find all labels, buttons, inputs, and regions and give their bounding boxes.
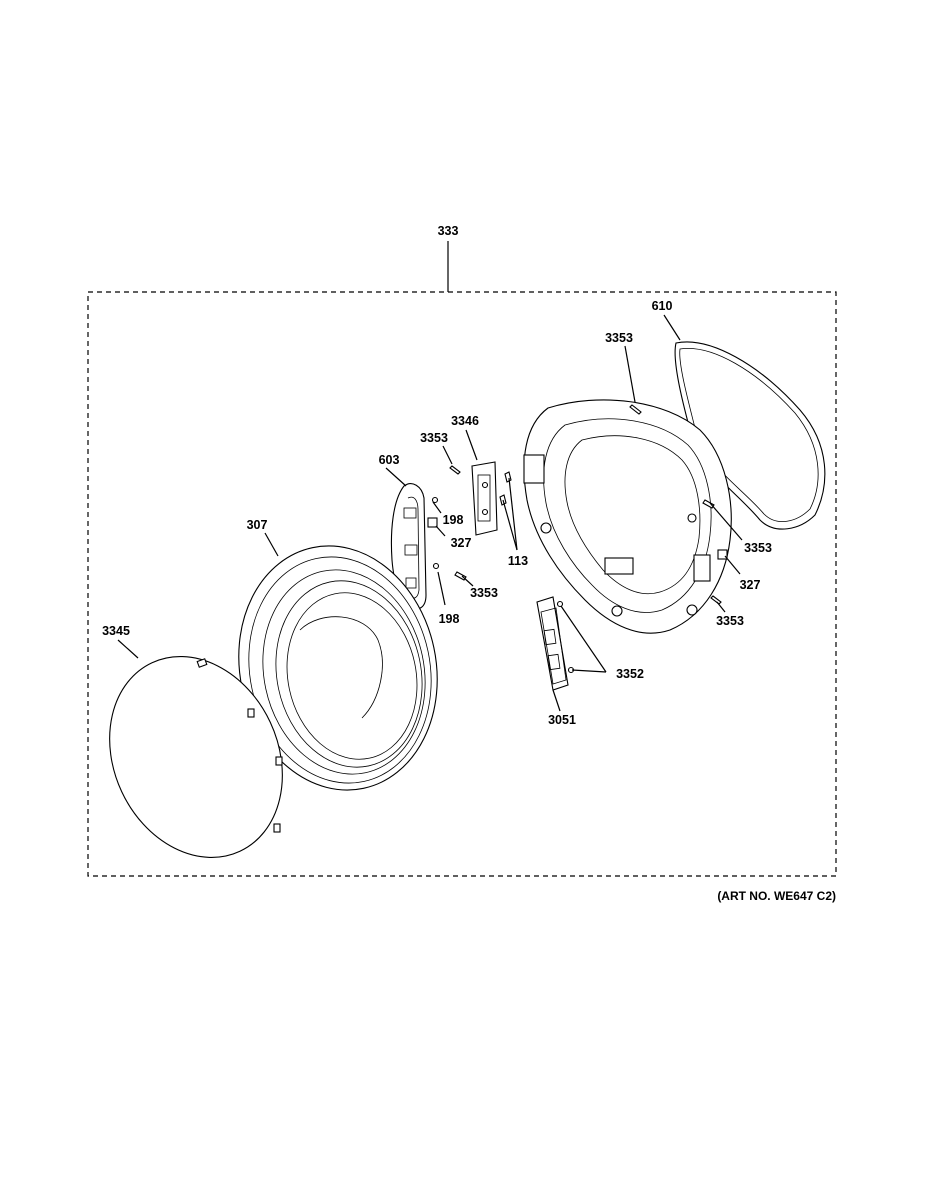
callout-198-top: 198: [443, 513, 464, 527]
screw-3352-a: [556, 600, 564, 608]
callout-3353-mid: 3353: [470, 586, 498, 600]
assembly-box: [87, 291, 837, 877]
callout-333: 333: [438, 224, 459, 238]
leader-lines: [117, 314, 743, 712]
frame-tab-left: [523, 454, 545, 484]
callout-3352: 3352: [616, 667, 644, 681]
screw-198-top: [431, 496, 439, 504]
frame-tab-right: [693, 554, 711, 582]
clip-327-right: [717, 549, 728, 560]
callout-327-right: 327: [740, 578, 761, 592]
screw-3353-bottom-right: [710, 595, 722, 605]
art-number: (ART NO. WE647 C2): [717, 889, 836, 903]
screw-3353-left: [449, 465, 461, 475]
callout-3353-bottom-right: 3353: [716, 614, 744, 628]
callout-3051: 3051: [548, 713, 576, 727]
callout-3353-left: 3353: [420, 431, 448, 445]
callout-610: 610: [652, 299, 673, 313]
screw-198-bottom: [432, 562, 440, 570]
callout-3346: 3346: [451, 414, 479, 428]
callout-327-left: 327: [451, 536, 472, 550]
frame-boss: [687, 513, 697, 523]
callout-307: 307: [247, 518, 268, 532]
frame-boss: [686, 604, 698, 616]
frame-tab-bottom: [604, 557, 634, 575]
screw-3353-top: [629, 404, 642, 415]
outer-door-3345: [109, 656, 283, 858]
frame-boss: [540, 522, 552, 534]
callout-3353-right: 3353: [744, 541, 772, 555]
frame-boss: [611, 605, 623, 617]
callout-198-bottom: 198: [439, 612, 460, 626]
door-ring-307: [238, 545, 438, 791]
callout-113: 113: [508, 554, 528, 568]
callout-3353-top: 3353: [605, 331, 633, 345]
screw-3353-mid: [454, 571, 467, 581]
callout-603: 603: [379, 453, 400, 467]
screw-113-a: [504, 471, 512, 483]
clip-327-left: [427, 517, 438, 528]
door-frame: [523, 399, 732, 634]
hinge-3346: [471, 461, 498, 536]
callout-3345: 3345: [102, 624, 130, 638]
latch-3051: [536, 596, 569, 691]
